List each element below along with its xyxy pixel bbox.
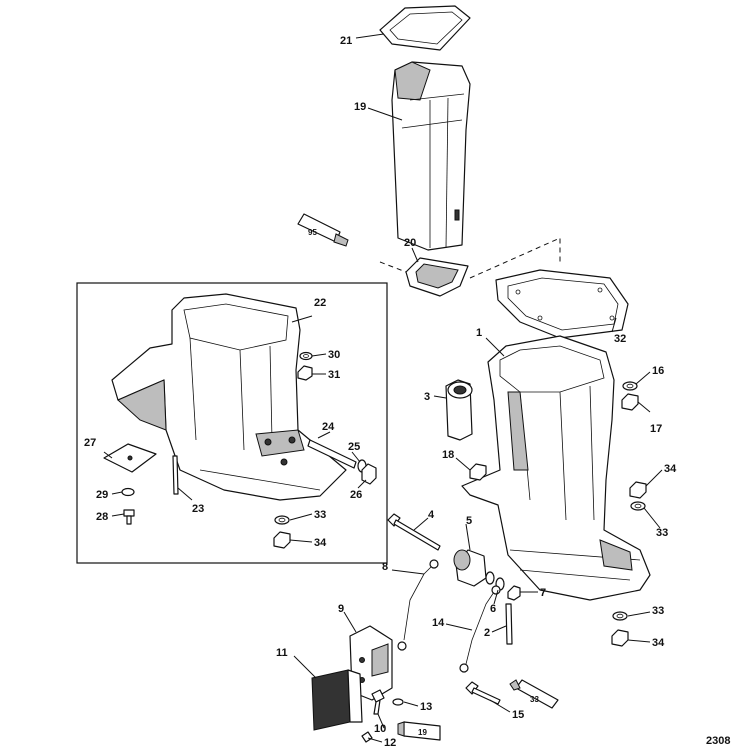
callout-34-inset: 34 bbox=[314, 537, 327, 549]
callout-27: 27 bbox=[84, 437, 96, 449]
callout-33-upper: 33 bbox=[656, 527, 668, 539]
anode-icon bbox=[311, 669, 363, 731]
callout-21: 21 bbox=[340, 35, 352, 47]
callout-2: 2 bbox=[484, 627, 490, 639]
lubricant-tube-icon: 19 bbox=[397, 721, 441, 741]
callout-13: 13 bbox=[420, 701, 432, 713]
washer-icon bbox=[392, 698, 404, 706]
stud-icon bbox=[172, 455, 179, 495]
exhaust-tube-icon bbox=[391, 61, 471, 251]
exhaust-tube-icon bbox=[445, 379, 473, 441]
tube-label-19: 19 bbox=[418, 728, 427, 737]
callout-19: 19 bbox=[354, 101, 366, 113]
callout-17: 17 bbox=[650, 423, 662, 435]
callout-15: 15 bbox=[512, 709, 524, 721]
tube-label-95: 95 bbox=[308, 228, 317, 237]
driveshaft-housing-icon bbox=[461, 335, 651, 601]
rubber-mount-icon bbox=[453, 549, 487, 587]
bolt-icon bbox=[123, 509, 135, 525]
washer-icon bbox=[630, 501, 646, 511]
lubricant-tube-icon: 33 bbox=[509, 679, 559, 709]
nut-icon bbox=[273, 531, 291, 549]
seal-icon bbox=[405, 257, 469, 297]
gasket-icon bbox=[495, 269, 629, 339]
callout-28: 28 bbox=[96, 511, 108, 523]
callout-6: 6 bbox=[490, 603, 496, 615]
alignment-line bbox=[379, 261, 407, 273]
plate-icon bbox=[103, 443, 157, 473]
callout-14: 14 bbox=[432, 617, 445, 629]
stud-icon bbox=[307, 439, 357, 469]
callout-24: 24 bbox=[322, 421, 335, 433]
bolt-icon bbox=[387, 513, 441, 551]
washer-icon bbox=[274, 515, 290, 525]
callout-8: 8 bbox=[382, 561, 388, 573]
stud-icon bbox=[505, 603, 513, 645]
callout-5: 5 bbox=[466, 515, 472, 527]
bolt-icon bbox=[465, 681, 501, 705]
callout-12: 12 bbox=[384, 737, 396, 749]
callout-9: 9 bbox=[338, 603, 344, 615]
callout-4: 4 bbox=[428, 509, 435, 521]
lubricant-tube-icon: 95 bbox=[297, 213, 349, 247]
callout-31: 31 bbox=[328, 369, 340, 381]
nut-icon bbox=[507, 585, 521, 601]
callout-18: 18 bbox=[442, 449, 454, 461]
callout-29: 29 bbox=[96, 489, 108, 501]
leader-lines bbox=[103, 33, 663, 743]
screw-icon bbox=[361, 731, 373, 743]
ground-strap-icon bbox=[397, 559, 439, 651]
callout-22: 22 bbox=[314, 297, 326, 309]
callout-33-inset: 33 bbox=[314, 509, 326, 521]
callout-32: 32 bbox=[614, 333, 626, 345]
callout-26: 26 bbox=[350, 489, 362, 501]
callout-16: 16 bbox=[652, 365, 664, 377]
callout-25: 25 bbox=[348, 441, 360, 453]
callout-23: 23 bbox=[192, 503, 204, 515]
callout-34-upper: 34 bbox=[664, 463, 677, 475]
washer-icon bbox=[622, 381, 638, 391]
driveshaft-housing-icon bbox=[111, 293, 347, 501]
callout-34-lower: 34 bbox=[652, 637, 665, 649]
callout-33-lower: 33 bbox=[652, 605, 664, 617]
nut-icon bbox=[629, 481, 647, 499]
gasket-icon bbox=[379, 5, 471, 51]
callout-10: 10 bbox=[374, 723, 386, 735]
nut-icon bbox=[297, 365, 313, 381]
callout-30: 30 bbox=[328, 349, 340, 361]
figure-number: 2308 bbox=[706, 735, 730, 747]
ground-strap-icon bbox=[459, 585, 501, 673]
callout-7: 7 bbox=[540, 587, 546, 599]
nut-icon bbox=[469, 463, 487, 481]
washer-icon bbox=[121, 487, 135, 497]
nut-icon bbox=[361, 463, 377, 485]
screw-icon bbox=[371, 689, 385, 715]
callout-3: 3 bbox=[424, 391, 430, 403]
callout-11: 11 bbox=[276, 647, 288, 659]
nut-icon bbox=[611, 629, 629, 647]
callout-1: 1 bbox=[476, 327, 482, 339]
callout-20: 20 bbox=[404, 237, 416, 249]
nut-icon bbox=[621, 393, 639, 411]
washer-icon bbox=[612, 611, 628, 621]
inset-frame bbox=[76, 282, 388, 564]
tube-label-33: 33 bbox=[530, 695, 539, 704]
washer-icon bbox=[299, 351, 313, 361]
